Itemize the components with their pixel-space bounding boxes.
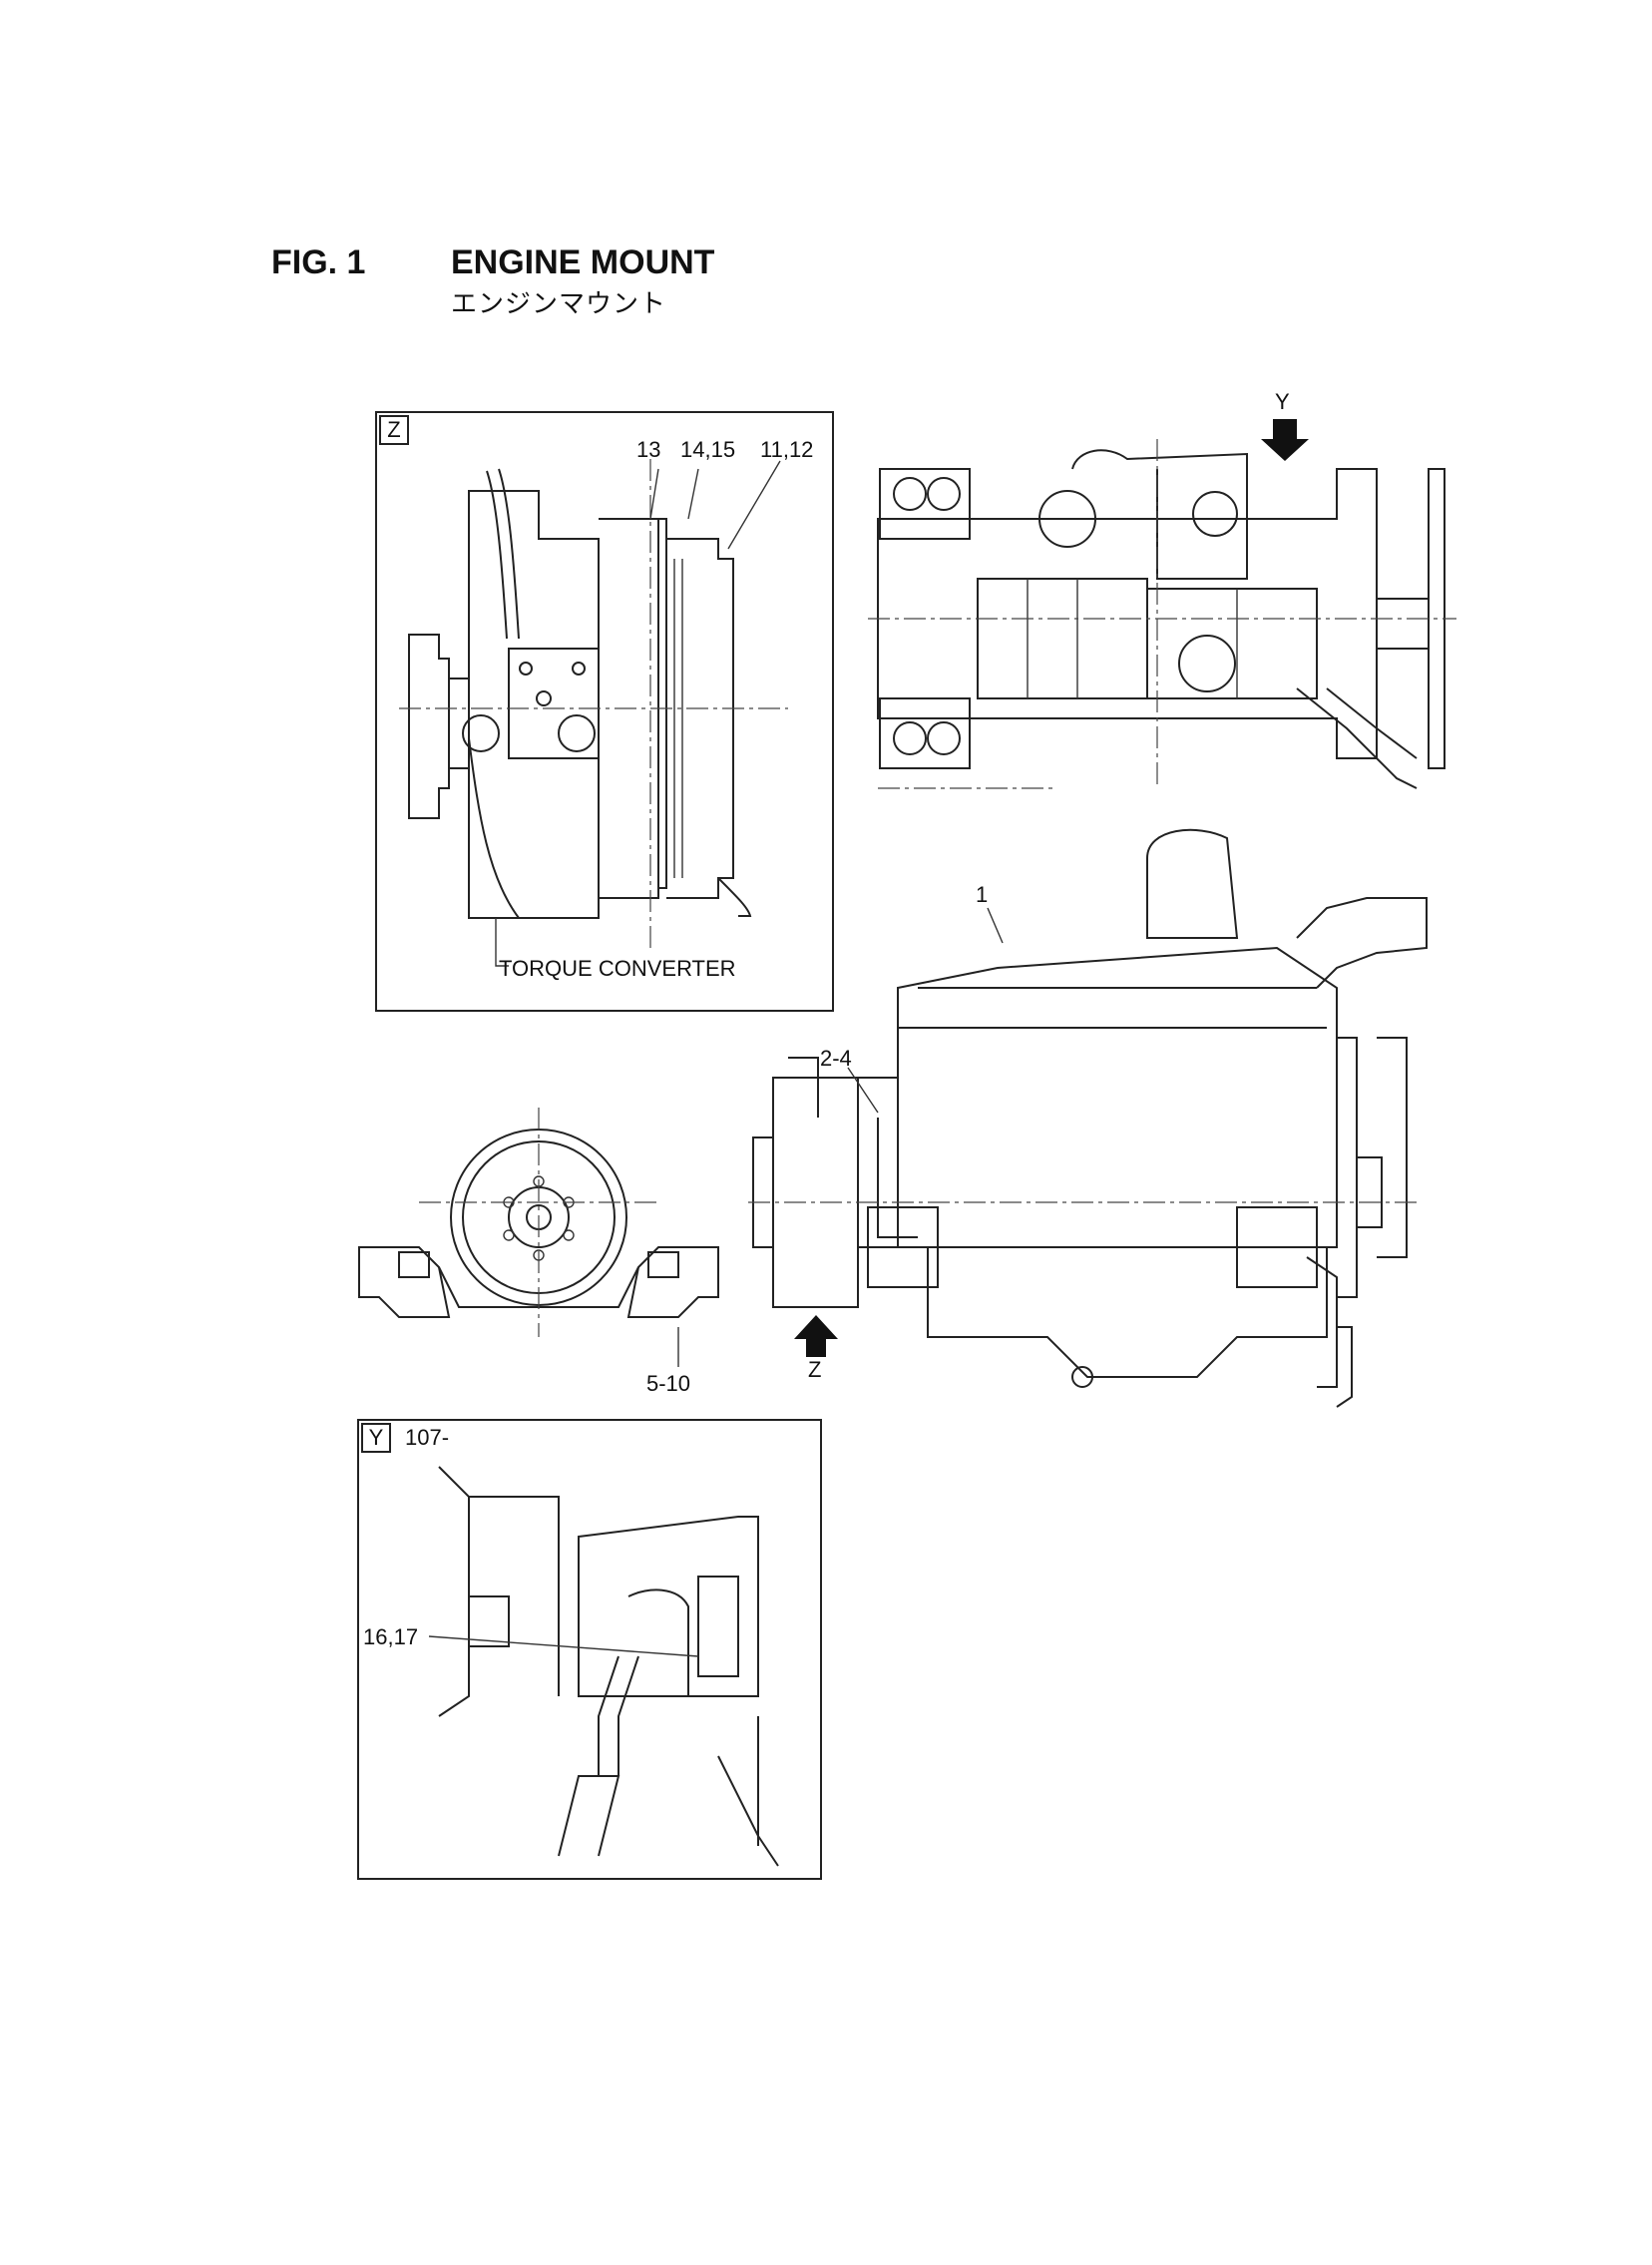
callout-5-10: 5-10 — [646, 1371, 691, 1396]
view-z-drawing — [399, 459, 788, 967]
view-y-frame — [357, 1419, 822, 1880]
callout-13: 13 — [636, 437, 661, 462]
direction-marker-y: Y — [1275, 389, 1290, 414]
callout-1: 1 — [976, 882, 989, 907]
callout-2-4: 2-4 — [820, 1046, 852, 1071]
front-view-drawing — [358, 1108, 719, 1337]
leader-lines — [677, 907, 1004, 1367]
view-z-frame — [375, 411, 834, 1012]
figure-number: FIG. 1 — [271, 243, 366, 281]
engine-side-view — [748, 828, 1428, 1408]
direction-marker-z: Z — [808, 1357, 822, 1382]
engine-top-view — [868, 439, 1456, 789]
callout-11-12: 11,12 — [760, 437, 814, 462]
callout-16-17: 16,17 — [363, 1624, 419, 1649]
callout-14-15: 14,15 — [680, 437, 736, 462]
view-y-serial-note: 107- — [405, 1425, 450, 1450]
view-y-tag: Y — [361, 1423, 391, 1453]
z-direction-arrow — [794, 1315, 838, 1357]
torque-converter-label: TORQUE CONVERTER — [499, 956, 736, 981]
figure-subtitle: エンジンマウント — [451, 288, 667, 318]
view-z-tag: Z — [379, 415, 409, 445]
figure-title: ENGINE MOUNT — [451, 243, 715, 281]
view-y-drawing — [428, 1466, 779, 1867]
y-direction-arrow — [1261, 419, 1309, 461]
